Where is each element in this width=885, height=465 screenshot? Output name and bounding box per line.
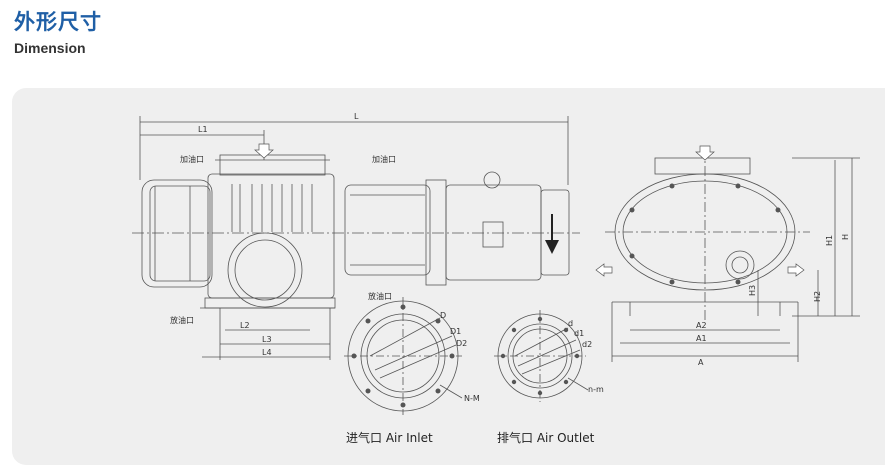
dim-nm: n-m	[588, 385, 604, 394]
dim-H1: H1	[825, 235, 834, 246]
outlet-bolt-holes	[500, 316, 580, 396]
dim-H: H	[841, 234, 850, 240]
outlet-flange	[494, 310, 589, 402]
dim-NM: N-M	[464, 394, 480, 403]
dim-L2: L2	[240, 321, 250, 330]
oil-fill-right: 加油口	[372, 154, 396, 164]
dim-d: d	[568, 319, 573, 328]
dim-d2: d2	[582, 340, 592, 349]
dim-H3: H3	[748, 285, 757, 296]
side-view	[132, 116, 580, 360]
arrow-outline-icon	[695, 145, 715, 161]
arrow-outline-icon	[595, 263, 613, 277]
dim-L: L	[354, 112, 359, 121]
page-subtitle: Dimension	[14, 40, 86, 56]
arrow-down-icon	[545, 214, 559, 254]
dim-d1: d1	[574, 329, 584, 338]
dim-D1: D1	[450, 327, 461, 336]
dim-D2: D2	[456, 339, 467, 348]
end-view	[605, 148, 860, 362]
caption-air-inlet: 进气口 Air Inlet	[346, 430, 433, 445]
dim-A: A	[698, 358, 704, 367]
oil-fill-left: 加油口	[180, 154, 204, 164]
diagram-panel	[12, 88, 885, 465]
caption-air-outlet: 排气口 Air Outlet	[497, 430, 595, 445]
page-title: 外形尺寸	[14, 10, 102, 34]
dim-A2: A2	[696, 321, 707, 330]
dim-L1: L1	[198, 125, 208, 134]
oil-drain-right: 放油口	[368, 291, 392, 301]
dim-D: D	[440, 311, 446, 320]
inlet-flange	[344, 297, 463, 415]
dim-H2: H2	[813, 291, 822, 302]
inlet-bolt-holes	[351, 304, 455, 408]
dim-A1: A1	[696, 334, 707, 343]
arrow-outline-icon	[254, 143, 274, 159]
dim-L4: L4	[262, 348, 272, 357]
oil-drain-left: 放油口	[170, 315, 194, 325]
end-view-bolts	[629, 183, 781, 285]
arrow-outline-icon	[787, 263, 805, 277]
dim-L3: L3	[262, 335, 272, 344]
